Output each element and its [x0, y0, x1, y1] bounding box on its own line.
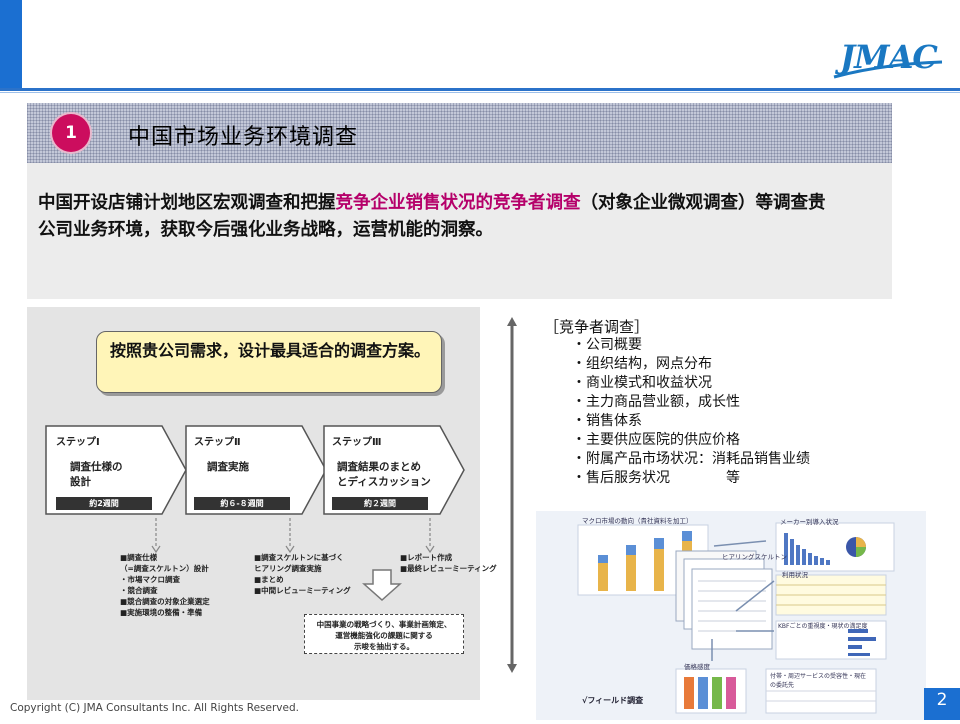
list-item: ・主力商品营业额，成长性: [572, 394, 740, 410]
collage-hearing-label: ヒアリングスケルトン: [722, 553, 787, 561]
logo-swoosh-icon: [833, 60, 943, 79]
step-2-head: ステップⅡ: [194, 437, 241, 448]
section-title: 中国市场业务环境调查: [128, 125, 359, 150]
intro-text-highlight: 竞争企业销售状况的竞争者调查: [335, 193, 581, 213]
logo-text: JMAC: [840, 38, 938, 76]
step-3-head: ステップⅢ: [332, 437, 382, 448]
collage-kbf-label: KBFごとの重視度・現状の満足度: [778, 623, 868, 630]
list-item: ・组织结构，网点分布: [572, 356, 712, 372]
vertical-double-arrow-icon: [507, 317, 517, 673]
page-number-badge: [924, 688, 960, 720]
step-3-duration: 約２週間: [332, 497, 428, 510]
list-item: ・附属产品市场状况：消耗品销售业绩: [572, 451, 810, 467]
callout-box: [96, 331, 442, 393]
step-chevrons: [45, 425, 465, 602]
step-1-chevron: [45, 425, 187, 515]
list-item: ・公司概要: [572, 337, 642, 353]
step-2-title: 調査実施: [207, 461, 249, 473]
intro-box: [27, 163, 892, 299]
header-accent-bar: [0, 0, 22, 88]
list-item: ・售后服务状况 等: [572, 470, 740, 486]
intro-text: 中国开设店铺计划地区宏观调查和把握竞争企业销售状况的竞争者调查（对象企业微观调查…: [38, 190, 838, 244]
step-2-chevron: [185, 425, 327, 515]
result-box: 中国事業の戦略づくり、事業計画策定、 運営機能強化の課題に関する 示唆を抽出する…: [304, 614, 464, 654]
header-divider: [0, 88, 960, 91]
intro-text-after: （对象企业微观调查）等调查贵公司业务环境，获取今后强化业务战略，运营机能的洞察。: [38, 193, 826, 240]
down-arrow-icon: [362, 569, 402, 602]
section-title-band: [27, 103, 892, 163]
collage-usage-label: 利用状況: [782, 571, 808, 579]
jmac-logo: JMAC: [832, 38, 944, 82]
competitor-heading: ［竞争者调查］: [544, 318, 650, 336]
collage-service-label: 付帯・周辺サービスの受容性・現在の委託先: [770, 673, 867, 689]
report-thumbnails-image: [577, 522, 895, 714]
collage-price-label: 価格感度: [684, 663, 710, 671]
competitor-list: ・公司概要 ・组织结构，网点分布 ・商业模式和收益状况 ・主力商品营业额，成长性…: [572, 336, 810, 488]
list-item: ・主要供应医院的供应价格: [572, 432, 740, 448]
section-number-badge: 1: [52, 114, 90, 152]
list-item: ・销售体系: [572, 413, 642, 429]
step-1-items: ■調査仕様 （=調査スケルトン）設計 ・市場マクロ調査 ・競合調査 ■競合調査の…: [120, 553, 210, 617]
collage-maker-label: メーカー別導入状況: [780, 518, 839, 526]
step-2-items: ■調査スケルトンに基づく ヒアリング調査実施 ■まとめ ■中間レビューミーティン…: [254, 553, 351, 595]
report-collage: マクロ市場の動向（貴社資料を加工） ヒアリングスケルトン メーカー別導入状況 利…: [536, 511, 926, 720]
collage-field-label: √フィールド調査: [582, 696, 644, 705]
collage-macro-title: マクロ市場の動向（貴社資料を加工）: [582, 517, 693, 525]
step-3-chevron: [323, 425, 465, 515]
callout-text: 按照贵公司需求，设计最具适合的调查方案。: [110, 341, 431, 360]
step-1-head: ステップⅠ: [56, 437, 100, 448]
step-3-title: 調査結果のまとめとディスカッション: [337, 461, 431, 488]
list-item: ・商业模式和收益状况: [572, 375, 712, 391]
intro-text-before: 中国开设店铺计划地区宏观调查和把握: [38, 193, 336, 213]
page-number: 2: [936, 690, 948, 710]
step-1-title: 調査仕様の設計: [70, 461, 123, 488]
copyright-text: Copyright (C) JMA Consultants Inc. All R…: [10, 702, 299, 714]
step-3-items: ■レポート作成 ■最終レビューミーティング: [400, 553, 497, 573]
step-2-duration: 約６-８週間: [194, 497, 290, 510]
header-divider-thin: [0, 92, 960, 93]
step-1-duration: 約2週間: [56, 497, 152, 510]
